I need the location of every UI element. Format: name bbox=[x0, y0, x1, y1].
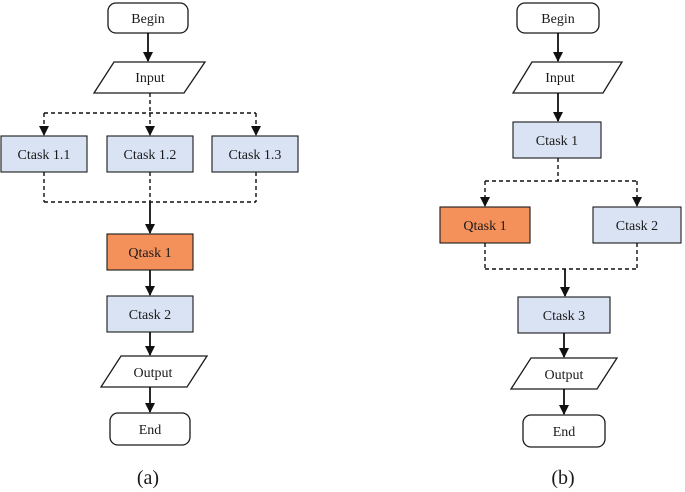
ctask-2-box-b bbox=[592, 206, 682, 244]
ctask-1-1-label: Ctask 1.1 bbox=[18, 148, 71, 163]
input-label-a: Input bbox=[135, 71, 165, 86]
output-parallelogram-b bbox=[509, 357, 619, 390]
begin-label-a: Begin bbox=[131, 12, 164, 27]
input-parallelogram-a bbox=[92, 61, 207, 94]
ctask-1-3-label: Ctask 1.3 bbox=[229, 148, 282, 163]
end-label-a: End bbox=[139, 423, 162, 438]
ctask-1-2-box bbox=[106, 135, 194, 173]
qtask-1-box-a bbox=[106, 233, 194, 271]
ctask-2-label-b: Ctask 2 bbox=[616, 219, 658, 234]
qtask-1-box-b bbox=[439, 206, 531, 244]
ctask-1-box-b bbox=[512, 121, 602, 159]
begin-label-b: Begin bbox=[541, 12, 574, 27]
ctask-2-box-a bbox=[106, 295, 194, 333]
caption-b: (b) bbox=[551, 467, 574, 489]
input-parallelogram-b bbox=[511, 61, 624, 94]
end-terminal-b bbox=[522, 414, 606, 448]
ctask-3-label-b: Ctask 3 bbox=[543, 309, 585, 324]
ctask-1-label-b: Ctask 1 bbox=[536, 134, 578, 149]
diagram-a: Begin Input Ctask 1.1 Ctask 1.2 Ctask 1.… bbox=[0, 2, 299, 489]
ctask-1-2-label: Ctask 1.2 bbox=[124, 148, 177, 163]
output-parallelogram-a bbox=[99, 355, 209, 388]
ctask-1-3-box bbox=[211, 135, 299, 173]
qtask-1-label-a: Qtask 1 bbox=[128, 246, 171, 261]
end-terminal-a bbox=[109, 412, 191, 446]
output-label-b: Output bbox=[545, 368, 584, 383]
output-label-a: Output bbox=[134, 366, 173, 381]
ctask-1-1-box bbox=[0, 135, 88, 173]
caption-a: (a) bbox=[137, 467, 159, 489]
diagram-b: Begin Input Ctask 1 Qtask 1 Ctask 2 Ctas… bbox=[439, 2, 682, 489]
input-label-b: Input bbox=[545, 71, 575, 86]
end-label-b: End bbox=[553, 425, 576, 440]
ctask-2-label-a: Ctask 2 bbox=[129, 308, 171, 323]
qtask-1-label-b: Qtask 1 bbox=[463, 219, 506, 234]
